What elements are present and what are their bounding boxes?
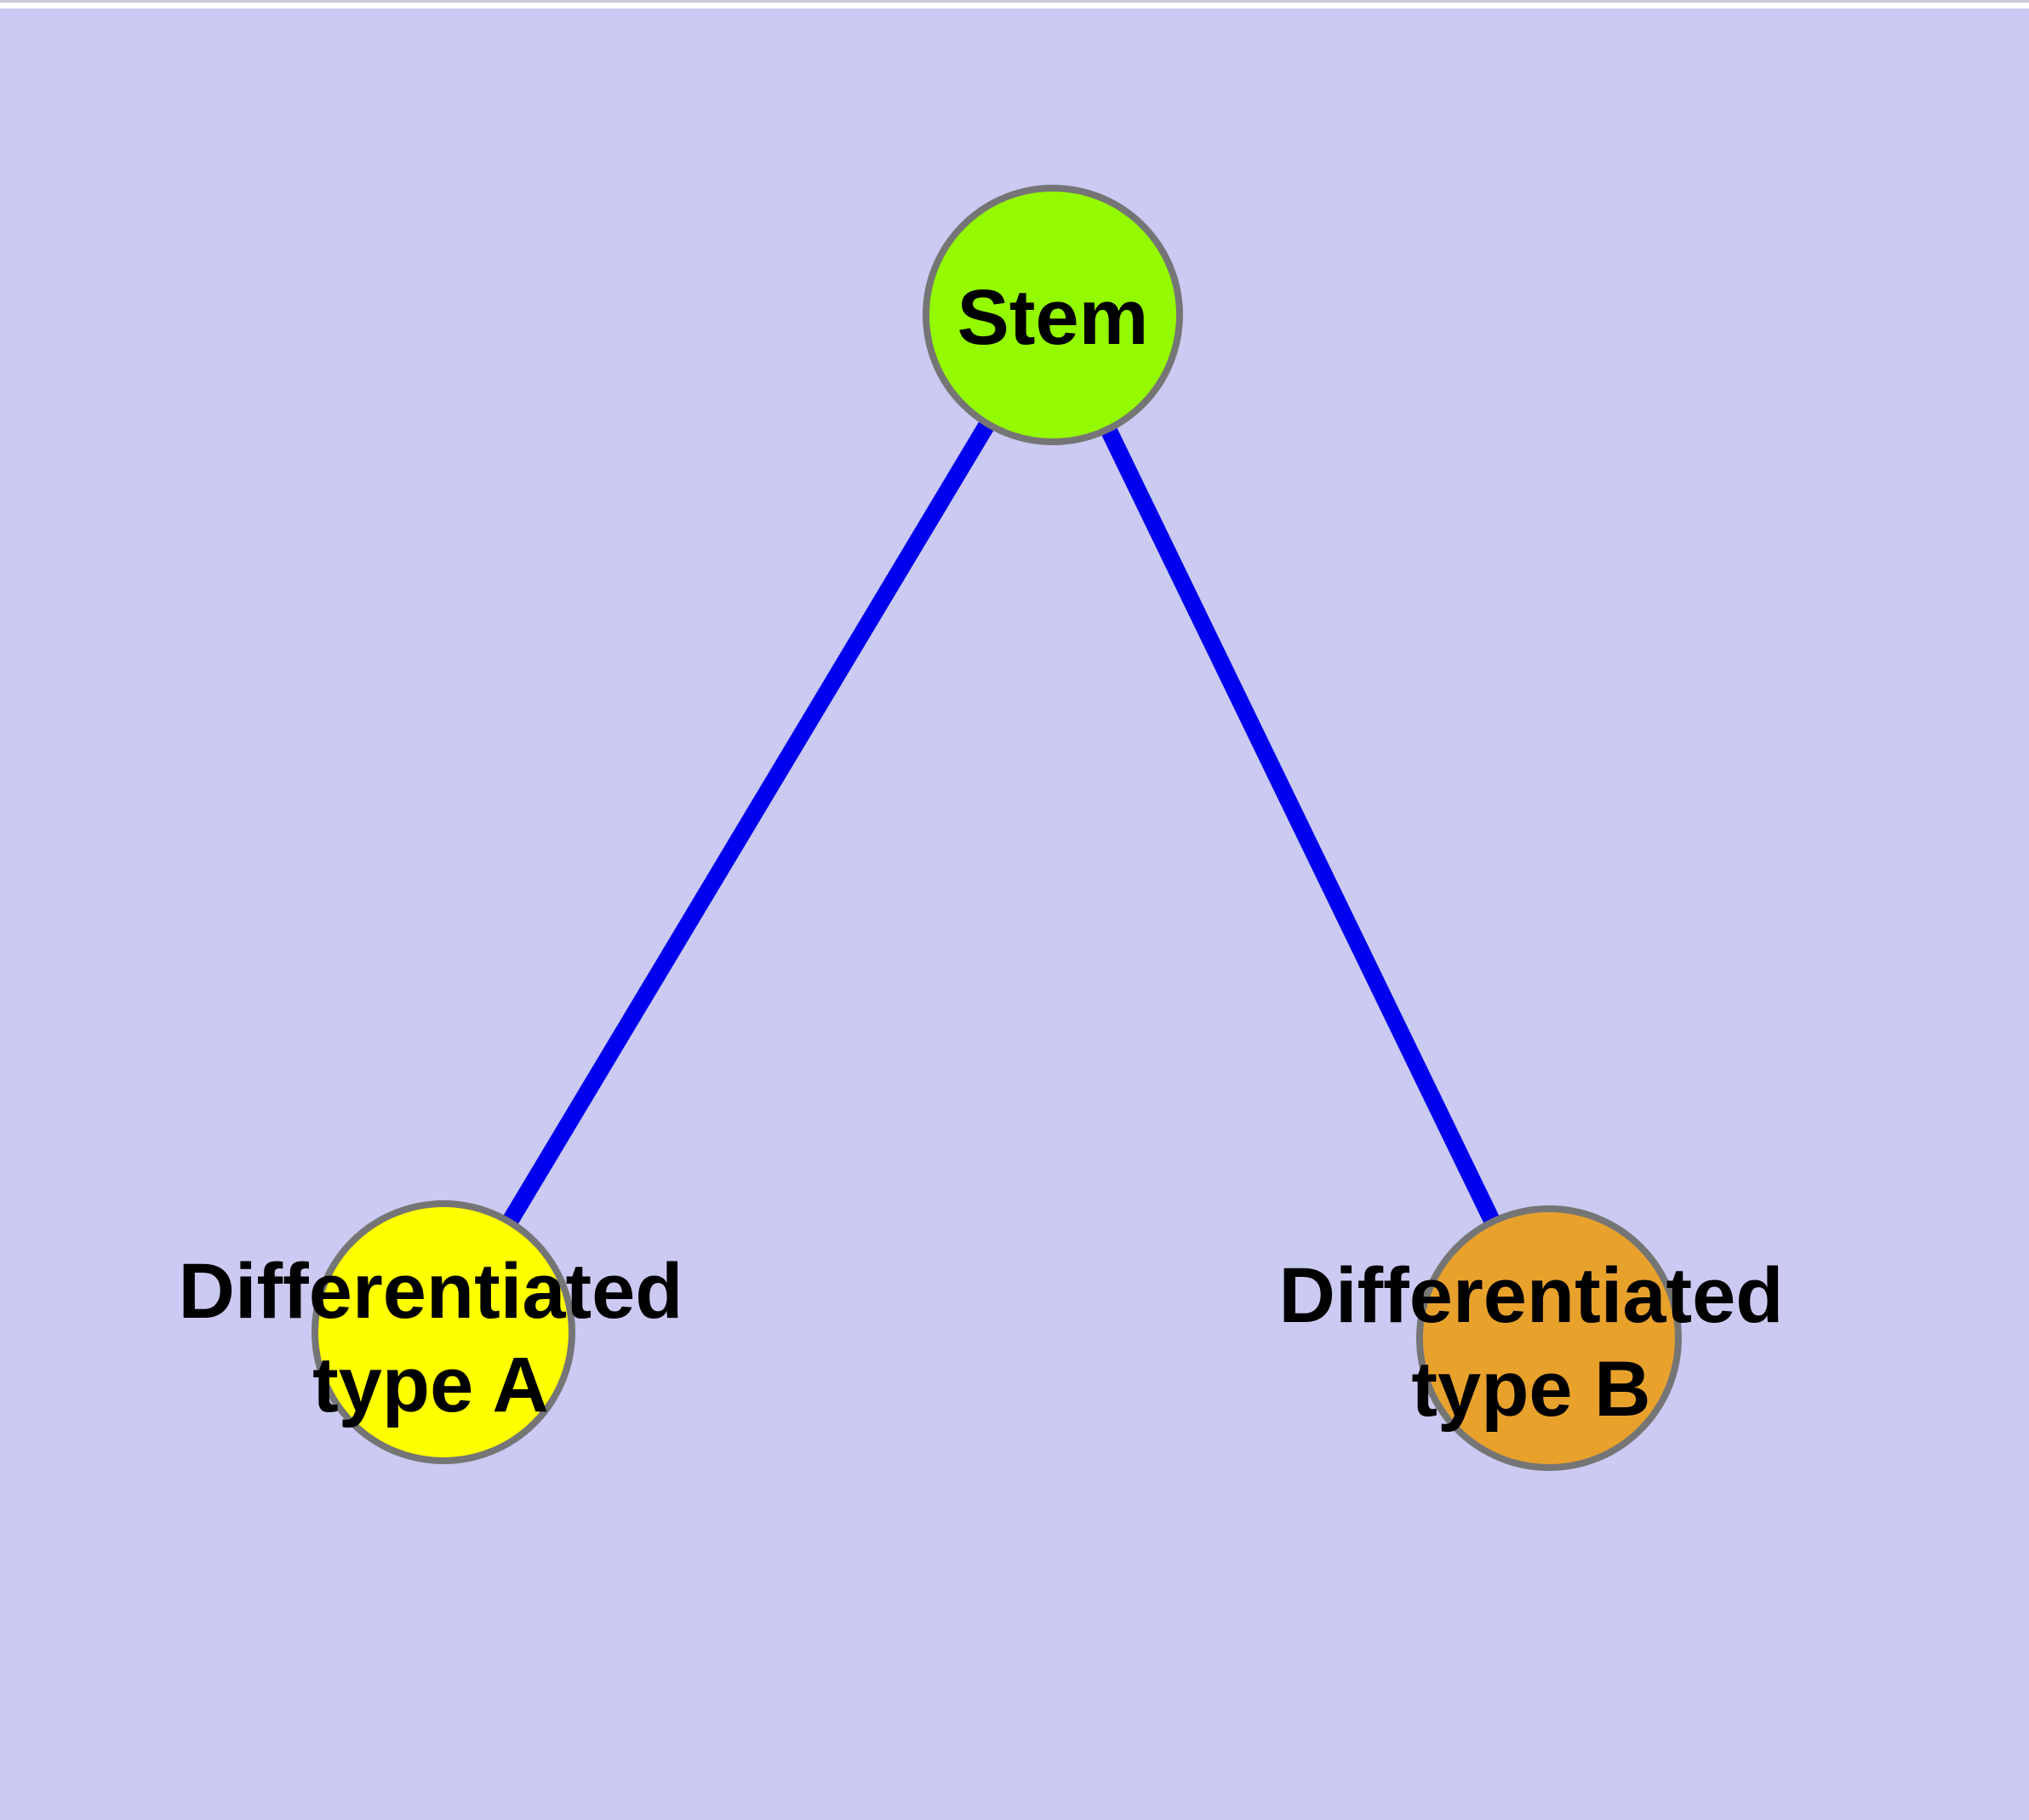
node-label-line: type A [312, 1342, 549, 1428]
top-hairline [0, 0, 2029, 3]
node-circle-differentiated-type-b [1416, 1205, 1682, 1471]
node-circle-stem [923, 185, 1183, 445]
node-label-stem: Stem [957, 271, 1149, 364]
node-label-differentiated-type-b: Differentiated type B [1279, 1249, 1784, 1436]
node-circle-differentiated-type-a [311, 1200, 575, 1464]
node-label-line: type B [1411, 1346, 1651, 1433]
node-label-line: Differentiated [178, 1248, 683, 1335]
top-white-strip [0, 3, 2029, 9]
node-label-line: Stem [957, 274, 1149, 361]
edge-stem-to-type-b [1045, 311, 1557, 1342]
edge-stem-to-type-a [436, 310, 1060, 1337]
node-label-differentiated-type-a: Differentiated type A [179, 1245, 683, 1432]
node-label-line: Differentiated [1278, 1252, 1784, 1339]
